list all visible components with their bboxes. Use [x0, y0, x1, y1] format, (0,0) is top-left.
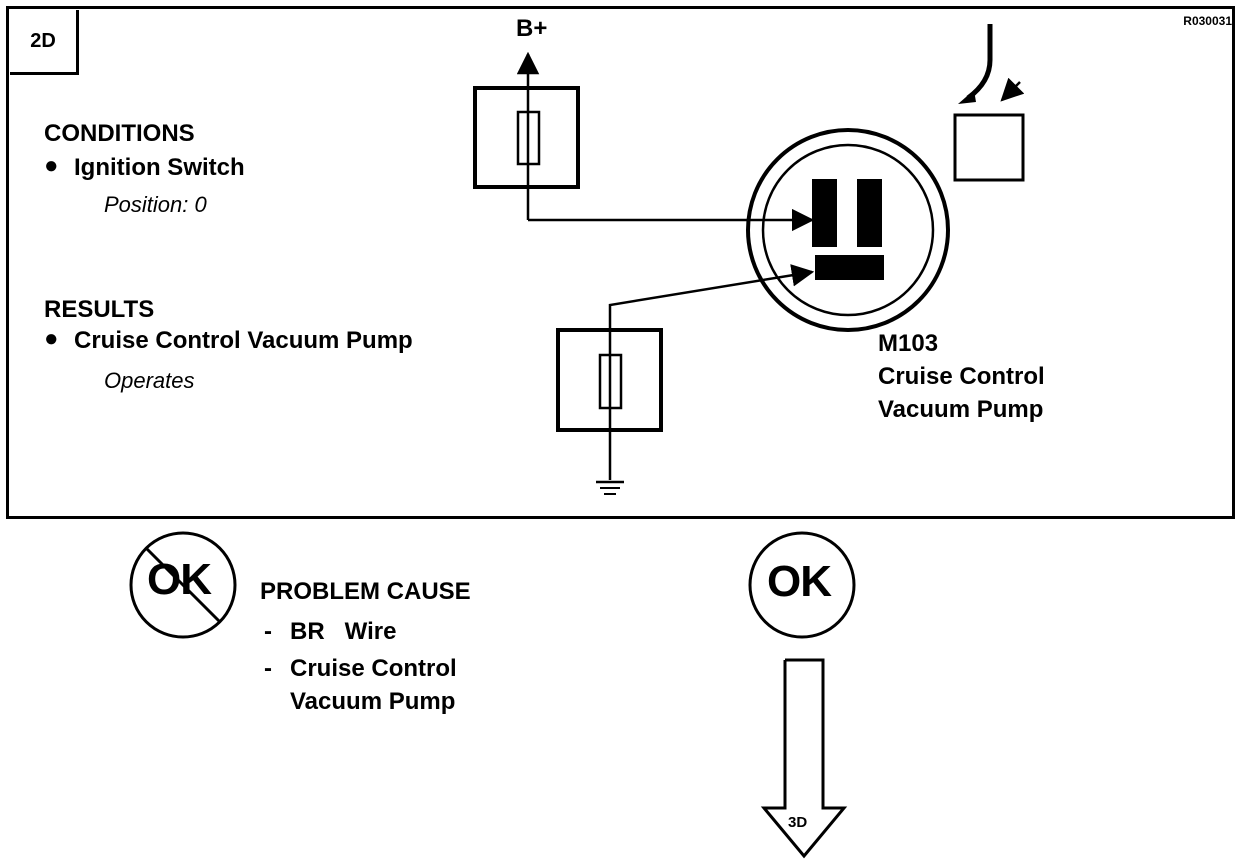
step-badge	[10, 10, 79, 75]
step-label: 2D	[30, 29, 56, 52]
problem-cause-heading: PROBLEM CAUSE	[260, 578, 471, 605]
diagram-frame	[6, 6, 1235, 519]
next-step-arrow-icon	[760, 658, 848, 859]
component-name-line2: Vacuum Pump	[878, 396, 1044, 423]
results-detail: Operates	[104, 368, 195, 393]
results-heading: RESULTS	[44, 296, 155, 323]
not-ok-symbol-text: OK	[147, 555, 212, 604]
lead-to-pump-pin3	[608, 264, 815, 480]
results-item: Cruise Control Vacuum Pump	[74, 327, 413, 354]
pump-pin-2	[857, 179, 882, 247]
cause-item-1: BR Wire	[290, 618, 397, 645]
probe-cable-icon	[966, 24, 993, 101]
upper-connector-box	[473, 86, 580, 189]
cause-item-2-line1: Cruise Control	[290, 655, 457, 682]
pump-pin-1	[812, 179, 837, 247]
probe-arrow-icon	[1000, 77, 1025, 102]
cause-item-2-line2: Vacuum Pump	[290, 688, 456, 715]
pump-connector-inner	[761, 143, 935, 317]
component-name-line1: Cruise Control	[878, 363, 1045, 390]
component-id: M103	[878, 330, 939, 357]
cause-dash-1: -	[264, 618, 272, 645]
results-bullet: ●	[44, 325, 59, 352]
pump-pin-3	[815, 255, 884, 280]
probe-tip-icon	[958, 90, 976, 104]
conditions-heading: CONDITIONS	[44, 120, 195, 147]
conditions-bullet: ●	[44, 152, 59, 179]
conditions-item: Ignition Switch	[74, 154, 245, 181]
not-ok-slash-icon	[145, 547, 221, 623]
ok-symbol-text: OK	[767, 557, 832, 606]
probe-box	[953, 113, 1025, 182]
next-step-label[interactable]: 3D	[788, 814, 808, 831]
figure-code: R030031	[1183, 14, 1232, 28]
ok-circle	[748, 531, 856, 639]
supply-label: B+	[516, 15, 548, 42]
conditions-detail: Position: 0	[104, 192, 207, 217]
pump-connector-outer	[746, 128, 950, 332]
cause-dash-2: -	[264, 655, 272, 682]
not-ok-circle	[129, 531, 237, 639]
